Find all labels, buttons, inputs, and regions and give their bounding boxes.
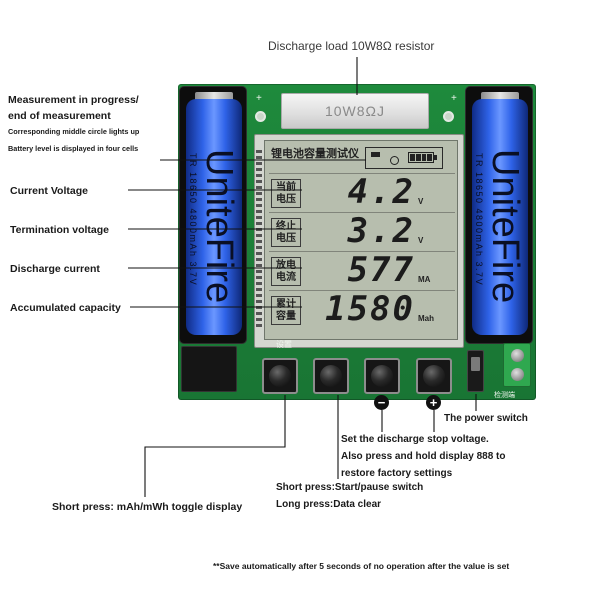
resistor-marking: 10W8ΩJ (324, 103, 386, 119)
battery-spec-text: TR 18650 4800mAh 3.7V (188, 153, 198, 287)
footnote: **Save automatically after 5 seconds of … (213, 561, 510, 571)
right-battery-terminal (481, 92, 519, 101)
minus-button (364, 358, 400, 394)
lcd-row-label: 终止 电压 (271, 218, 301, 247)
right-battery: TR 18650 4800mAh 3.7V UniteFire (472, 99, 528, 335)
set-button-label: 设置 (276, 340, 292, 349)
start-button-annotation-line1: Short press:Start/pause switch (276, 482, 424, 493)
button-cap (371, 365, 393, 387)
pcb-plus-mark-right: + (451, 93, 457, 104)
lcd-row-accumulated-capacity: 累计 容量 1580 Mah (269, 290, 455, 329)
battery-brand-text: UniteFire (484, 149, 526, 304)
discharge-current-value: 577 (347, 250, 415, 290)
discharge-current-annotation: Discharge current (10, 263, 100, 275)
lcd-title: 锂电池容量测试仪 (271, 148, 359, 160)
stop-voltage-annotation-line2: Also press and hold display 888 to (341, 451, 506, 462)
battery-level-cell (415, 154, 421, 161)
battery-level-cell (410, 154, 415, 161)
discharge-current-unit: MA (418, 275, 431, 284)
pcb-plus-mark-left: + (256, 93, 262, 104)
load-resistor: 10W8ΩJ (281, 93, 429, 129)
lcd-row-label: 当前 电压 (271, 179, 301, 208)
mah-mwh-toggle-button (262, 358, 298, 394)
power-switch-lever (471, 357, 480, 371)
left-battery-terminal (195, 92, 233, 101)
battery-level-icon (408, 152, 434, 163)
lcd-row-label-line2: 电流 (276, 271, 296, 283)
lcd-screen: 锂电池容量测试仪 当前 电压 4.2 V 终止 电压 3.2 V 放电 (264, 140, 458, 340)
lcd-row-label-line2: 电压 (276, 193, 296, 205)
accumulated-capacity-annotation: Accumulated capacity (10, 302, 121, 314)
termination-voltage-annotation: Termination voltage (10, 224, 109, 236)
resistor-annotation: Discharge load 10W8Ω resistor (268, 39, 435, 53)
measurement-status-annotation-line1: Measurement in progress/ (8, 94, 139, 106)
test-terminal-block (503, 343, 531, 387)
accumulated-capacity-unit: Mah (418, 314, 434, 323)
lcd-row-label-line1: 终止 (276, 220, 296, 232)
lcd-row-current-voltage: 当前 电压 4.2 V (269, 173, 455, 212)
termination-voltage-unit: V (418, 236, 424, 245)
toggle-button-annotation: Short press: mAh/mWh toggle display (52, 501, 243, 513)
toggle-button-callout-line (144, 395, 286, 497)
lcd-pin-strip (256, 150, 262, 330)
mounting-hole (443, 111, 454, 122)
left-battery: TR 18650 4800mAh 3.7V UniteFire (186, 99, 242, 335)
measurement-status-annotation-line2: end of measurement (8, 110, 111, 122)
mounting-hole (255, 111, 266, 122)
battery-level-cell (421, 154, 427, 161)
lcd-row-label-line1: 放电 (276, 259, 296, 271)
current-voltage-unit: V (418, 197, 424, 206)
plus-button (416, 358, 452, 394)
accumulated-capacity-value: 1580 (325, 289, 415, 329)
start-pause-button (313, 358, 349, 394)
battery-brand-text: UniteFire (198, 149, 240, 304)
button-cap (320, 365, 342, 387)
status-indicator-box (365, 147, 443, 169)
start-button-annotation-line2: Long press:Data clear (276, 499, 382, 510)
terminal-screw (511, 368, 524, 381)
terminal-screw (511, 349, 524, 362)
lcd-row-label-line1: 当前 (276, 181, 296, 193)
current-voltage-annotation: Current Voltage (10, 185, 88, 197)
lcd-row-label-line2: 容量 (276, 310, 296, 322)
lcd-row-label-line2: 电压 (276, 232, 296, 244)
lcd-row-label: 放电 电流 (271, 257, 301, 286)
measurement-status-note2: Battery level is displayed in four cells (8, 144, 139, 153)
plus-key-symbol: + (426, 395, 441, 410)
measurement-status-note1: Corresponding middle circle lights up (8, 127, 140, 136)
lcd-row-termination-voltage: 终止 电压 3.2 V (269, 212, 455, 251)
lcd-row-label: 累计 容量 (271, 296, 301, 325)
power-switch-annotation: The power switch (444, 413, 528, 424)
discharge-indicator-icon (371, 152, 380, 157)
minus-key-symbol: − (374, 395, 389, 410)
test-port-label: 检测端 (494, 392, 515, 399)
battery-level-icon-nub (434, 155, 437, 160)
battery-level-cell (427, 154, 432, 161)
power-switch (467, 350, 484, 392)
battery-spec-text: TR 18650 4800mAh 3.7V (474, 153, 484, 287)
battery-connector (181, 346, 237, 392)
current-voltage-value: 4.2 (347, 172, 415, 212)
button-cap (269, 365, 291, 387)
lcd-row-discharge-current: 放电 电流 577 MA (269, 251, 455, 290)
button-cap (423, 365, 445, 387)
stop-voltage-annotation-line3: restore factory settings (341, 468, 453, 479)
measurement-end-circle-icon (390, 156, 399, 165)
stop-voltage-annotation-line1: Set the discharge stop voltage. (341, 434, 489, 445)
lcd-row-label-line1: 累计 (276, 298, 296, 310)
termination-voltage-value: 3.2 (347, 211, 415, 251)
